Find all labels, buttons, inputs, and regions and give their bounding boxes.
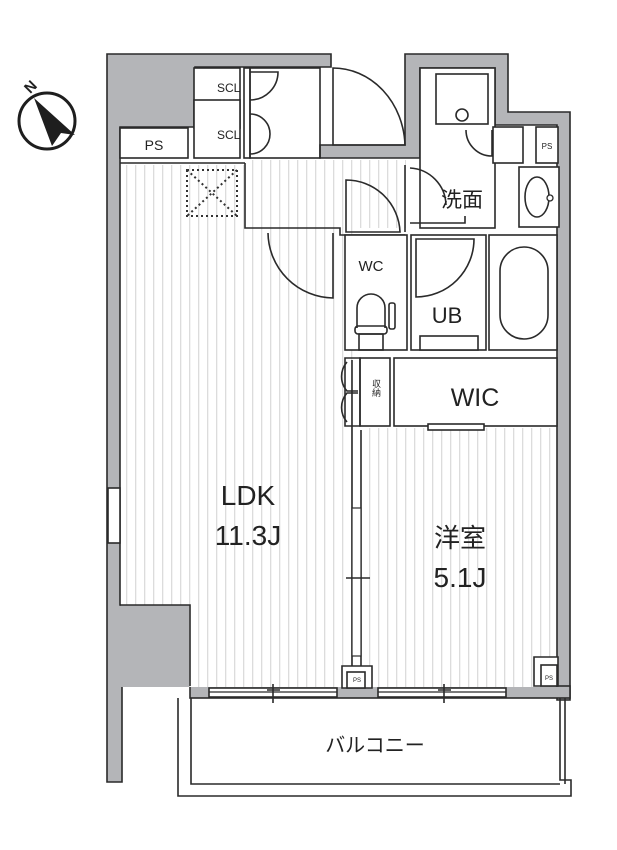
western-room-floor: [362, 428, 556, 687]
storage-label: 収納: [370, 378, 381, 398]
ldk-door-icon[interactable]: [267, 232, 334, 299]
north-arrow-icon: [34, 98, 75, 146]
storage-door-upper-icon[interactable]: [340, 361, 358, 392]
scl-lower-label: SCL: [217, 128, 241, 142]
storage-room: [359, 357, 391, 427]
scl-door-jamb: [243, 67, 251, 159]
sliding-door[interactable]: [351, 507, 362, 657]
washroom-cabinet-door-icon[interactable]: [465, 129, 493, 157]
western-room-size-label: 5.1J: [434, 562, 487, 593]
ub-label: UB: [432, 303, 463, 328]
ldk-name-label: LDK: [221, 480, 276, 511]
entrance-area: [249, 67, 321, 159]
compass-circle-icon: [17, 91, 77, 151]
washroom-label: 洗面: [441, 188, 483, 212]
compass: N: [17, 77, 77, 151]
wic-door[interactable]: [427, 423, 485, 431]
wc-door-icon[interactable]: [345, 179, 401, 233]
balcony-label: バルコニー: [325, 733, 425, 757]
wic-label: WIC: [451, 384, 500, 412]
ldk-window-mark: [267, 684, 280, 703]
ldk-side-window[interactable]: [107, 487, 121, 544]
western-room-name-label: 洋室: [434, 524, 486, 554]
storage-door-frame: [344, 357, 361, 427]
ub-sink-counter: [419, 335, 479, 351]
bathtub-icon: [499, 246, 549, 340]
hall-floor: [246, 160, 406, 228]
ps-wash-label: PS: [542, 142, 553, 151]
storage-door-lower-icon[interactable]: [340, 392, 358, 423]
hatch-box: [186, 169, 238, 217]
wc-label: WC: [359, 258, 384, 275]
washroom-door-stop: [410, 216, 466, 224]
hatch-line-2: [186, 169, 238, 217]
pillar-edge: [120, 604, 191, 686]
ldk-size-label: 11.3J: [215, 520, 281, 551]
washroom-door-icon[interactable]: [409, 167, 447, 206]
cabinet: [492, 126, 524, 164]
scl-upper-door-icon[interactable]: [249, 71, 279, 101]
ps-room-label: PS: [545, 676, 553, 682]
ps-ldk-inner: [346, 671, 366, 689]
balcony-outer: [177, 698, 572, 797]
ps-room-inner: [540, 664, 558, 687]
ps-entry: [119, 127, 189, 159]
faucet-icon: [546, 194, 554, 202]
toilet-bowl-icon: [356, 293, 386, 328]
ps-ldk-label: PS: [353, 678, 361, 684]
ldk-floor: [121, 165, 355, 687]
toilet-base-icon: [358, 333, 384, 351]
scl-lower-door-icon[interactable]: [249, 113, 271, 155]
scl-upper-label: SCL: [217, 81, 241, 95]
scl-lower: [193, 99, 241, 159]
washer-drain-icon: [455, 108, 469, 122]
ldk-pillar: [121, 605, 189, 687]
ub-room: [410, 234, 487, 351]
washing-machine: [435, 73, 489, 125]
ps-wash: [535, 126, 559, 164]
toilet-tank-icon: [388, 302, 396, 330]
ps-entry-label: PS: [145, 137, 164, 153]
ub-door-icon[interactable]: [415, 238, 475, 298]
room-window-mark: [438, 684, 451, 703]
entrance-door-icon[interactable]: [332, 67, 406, 146]
hatch-line-1: [186, 169, 238, 217]
wc-room: [344, 234, 408, 351]
balcony-inner: [190, 698, 560, 785]
